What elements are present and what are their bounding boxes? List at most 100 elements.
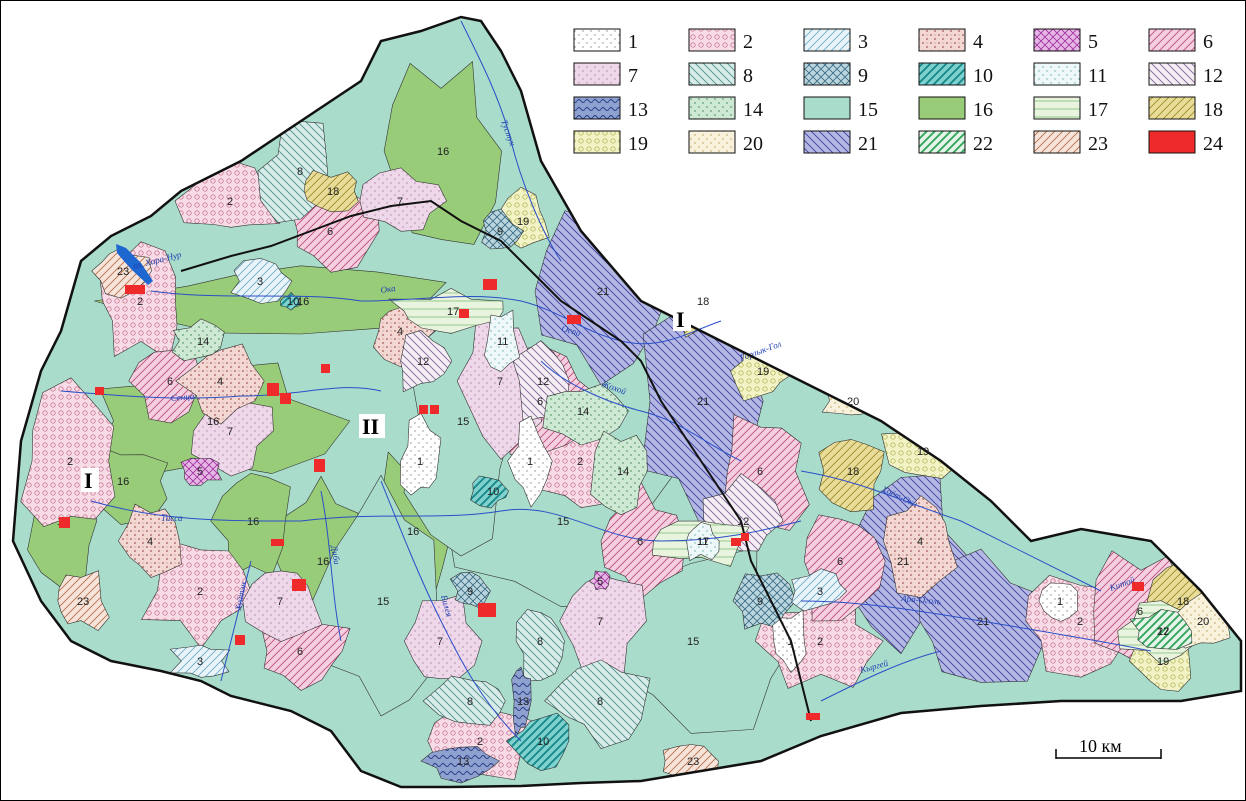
settlement-marker <box>741 533 749 541</box>
river <box>90 500 802 542</box>
legend-swatch-5 <box>1033 28 1081 52</box>
zone-number: 21 <box>977 616 989 628</box>
zone-number: 4 <box>147 536 153 548</box>
soil-zone-13 <box>420 746 501 784</box>
legend-label-13: 13 <box>628 99 648 121</box>
soil-zone-11 <box>686 522 720 562</box>
soil-zone-9 <box>481 208 525 250</box>
zone-number: 23 <box>117 266 129 278</box>
legend-swatch-18 <box>1148 96 1196 120</box>
zone-number: 16 <box>297 296 309 308</box>
legend-label-4: 4 <box>973 31 983 53</box>
legend-item-12: 12 <box>1148 62 1223 87</box>
zone-number: 4 <box>397 326 403 338</box>
zone-number: 12 <box>417 356 429 368</box>
legend-item-15: 15 <box>803 96 878 121</box>
zone-number: 6 <box>537 396 543 408</box>
legend-swatch-9 <box>803 62 851 86</box>
soil-zone-21 <box>919 548 1058 683</box>
settlement-marker <box>321 364 330 373</box>
legend-swatch-3 <box>803 28 851 52</box>
zone-number: 18 <box>1177 596 1189 608</box>
zone-number: 15 <box>377 596 389 608</box>
legend-swatch-10 <box>918 62 966 86</box>
legend-swatch-1 <box>573 28 621 52</box>
soil-zone-14 <box>171 318 225 362</box>
zone-number: 16 <box>317 556 329 568</box>
settlement-marker <box>59 517 70 528</box>
legend-item-14: 14 <box>688 96 763 121</box>
zone-number: 16 <box>207 416 219 428</box>
zone-number: 23 <box>77 596 89 608</box>
settlement-marker <box>419 405 428 414</box>
region-labels: I II I <box>81 307 691 493</box>
zone-number: 16 <box>117 476 129 488</box>
zone-number: 8 <box>597 696 603 708</box>
legend-item-24: 24 <box>1148 130 1223 155</box>
legend-swatch-23 <box>1033 130 1081 154</box>
river <box>540 360 742 462</box>
legend-item-8: 8 <box>688 62 753 87</box>
zone-number: 1 <box>417 456 423 468</box>
zone-labels: 1616161616161616151515152121212122222222… <box>57 146 1209 768</box>
soil-zone-1 <box>400 413 442 496</box>
legend-label-2: 2 <box>743 31 753 53</box>
legend-label-22: 22 <box>973 133 993 155</box>
legend-label-9: 9 <box>858 65 868 87</box>
province-boundary <box>180 199 812 722</box>
legend-swatch-11 <box>1033 62 1081 86</box>
settlement-marker <box>267 383 279 396</box>
legend-item-16: 16 <box>918 96 993 121</box>
legend-item-9: 9 <box>803 62 868 87</box>
zone-number: 17 <box>447 306 459 318</box>
zone-number: 18 <box>847 466 859 478</box>
settlement-marker <box>483 279 497 290</box>
legend-swatch-15 <box>803 96 851 120</box>
zone-number: 7 <box>597 616 603 628</box>
zone-number: 7 <box>437 636 443 648</box>
legend-item-21: 21 <box>803 130 878 155</box>
region-label-center: II <box>362 414 379 439</box>
river <box>800 470 1102 592</box>
legend-item-22: 22 <box>918 130 993 155</box>
settlement-marker <box>478 603 496 617</box>
zone-number: 3 <box>257 276 263 288</box>
soil-zone-18 <box>303 170 359 213</box>
settlement-marker <box>806 713 820 720</box>
soil-zone-5 <box>588 570 611 591</box>
settlement-markers <box>59 279 1144 720</box>
zone-number: 18 <box>327 186 339 198</box>
settlement-marker <box>271 539 284 546</box>
soil-zone-4 <box>175 343 265 425</box>
river-name: Ока <box>380 283 397 295</box>
legend-item-19: 19 <box>573 130 648 155</box>
zone-number: 5 <box>597 576 603 588</box>
legend-swatch-4 <box>918 28 966 52</box>
zone-number: 16 <box>247 516 259 528</box>
river <box>320 490 342 642</box>
zone-number: 9 <box>497 226 503 238</box>
river <box>820 650 942 702</box>
settlement-marker <box>567 315 581 324</box>
zone-number: 2 <box>577 456 583 468</box>
zone-number: 21 <box>697 396 709 408</box>
river-name: Оспа <box>560 323 582 338</box>
zone-number: 15 <box>457 416 469 428</box>
zone-number: 8 <box>297 166 303 178</box>
soil-zone-18 <box>818 439 885 513</box>
scale-bar: 10 км <box>1055 736 1162 759</box>
legend-swatch-16 <box>918 96 966 120</box>
settlement-marker <box>459 309 469 318</box>
soil-zone-3 <box>791 568 848 612</box>
legend-swatch-19 <box>573 130 621 154</box>
zone-number: 10 <box>537 736 549 748</box>
legend-swatch-22 <box>918 130 966 154</box>
river-name: Ара-Оголь <box>900 593 942 607</box>
zone-number: 7 <box>277 596 283 608</box>
legend-label-16: 16 <box>973 99 993 121</box>
legend-item-17: 17 <box>1033 96 1108 121</box>
settlement-marker <box>292 579 306 591</box>
soil-zone-17 <box>388 288 504 334</box>
